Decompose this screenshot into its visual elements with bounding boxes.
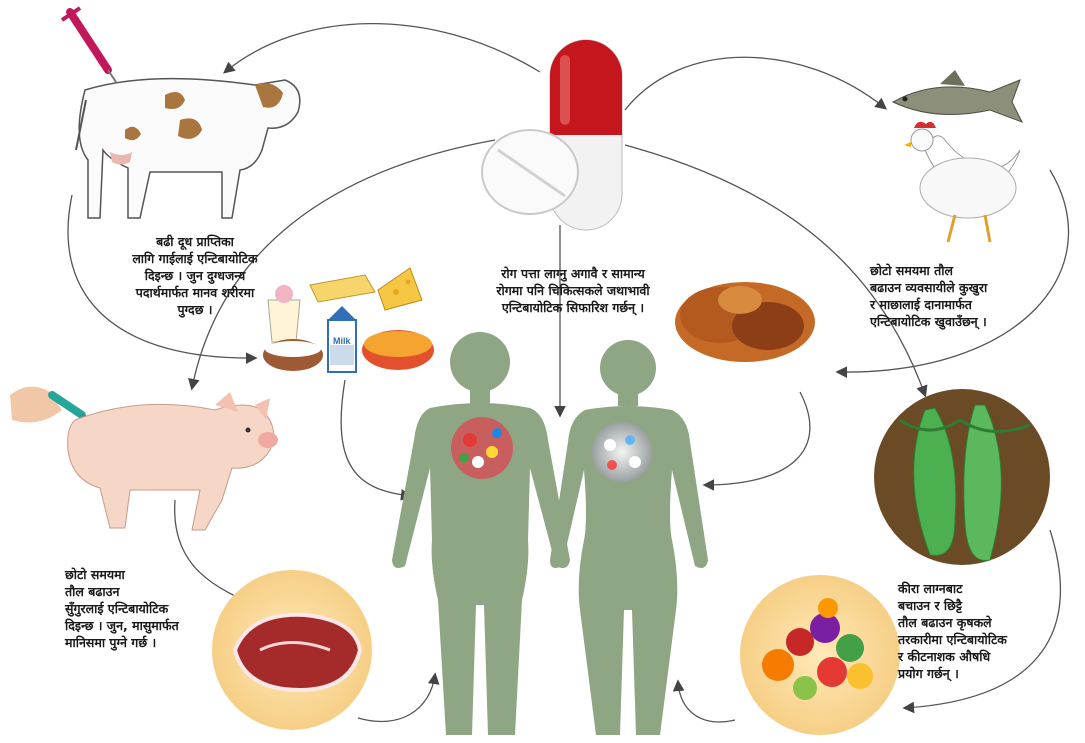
human-figures <box>392 332 708 735</box>
arrow-dairy-to-bodies <box>341 380 410 496</box>
arrow-fruits-to-bodies <box>678 682 735 722</box>
female-chest-pills-icon <box>592 422 652 482</box>
cow-caption: बढी दूध प्राप्तिका लागि गाईलाई एन्टिबायो… <box>100 233 290 318</box>
tablet-icon <box>482 130 578 214</box>
hand-syringe-icon <box>10 387 92 423</box>
fish-icon <box>893 70 1022 122</box>
female-figure <box>550 340 708 735</box>
male-chest-pills-icon <box>451 417 513 479</box>
arrow-pill-to-cow <box>225 24 540 72</box>
pill-caption: रोग पत्ता लाग्नु अगावै र सामान्य रोगमा प… <box>448 265 698 316</box>
chicken-icon <box>904 122 1020 242</box>
arrow-meat-to-bodies <box>705 392 810 485</box>
cow-icon <box>76 79 300 218</box>
pig-icon <box>68 392 278 530</box>
syringe-icon <box>62 8 116 82</box>
milk-carton-label: Milk <box>333 336 351 346</box>
arrow-pill-to-fish <box>625 57 885 110</box>
vegetables-caption: कीरा लाग्नबाट बचाउन र छिट्टै तौल बढाउन क… <box>898 580 1083 682</box>
arrow-beef-to-bodies <box>358 675 435 721</box>
pig-caption: छोटो समयमा तौल बढाउन सुँगुरलाई एन्टिबायो… <box>65 566 255 651</box>
male-figure <box>392 332 570 735</box>
fruits-vegetables-icon <box>740 575 900 735</box>
poultry-caption: छोटो समयमा तौल बढाउन व्यवसायीले कुखुरा र… <box>870 262 1080 330</box>
bitter-gourd-icon <box>874 389 1050 565</box>
